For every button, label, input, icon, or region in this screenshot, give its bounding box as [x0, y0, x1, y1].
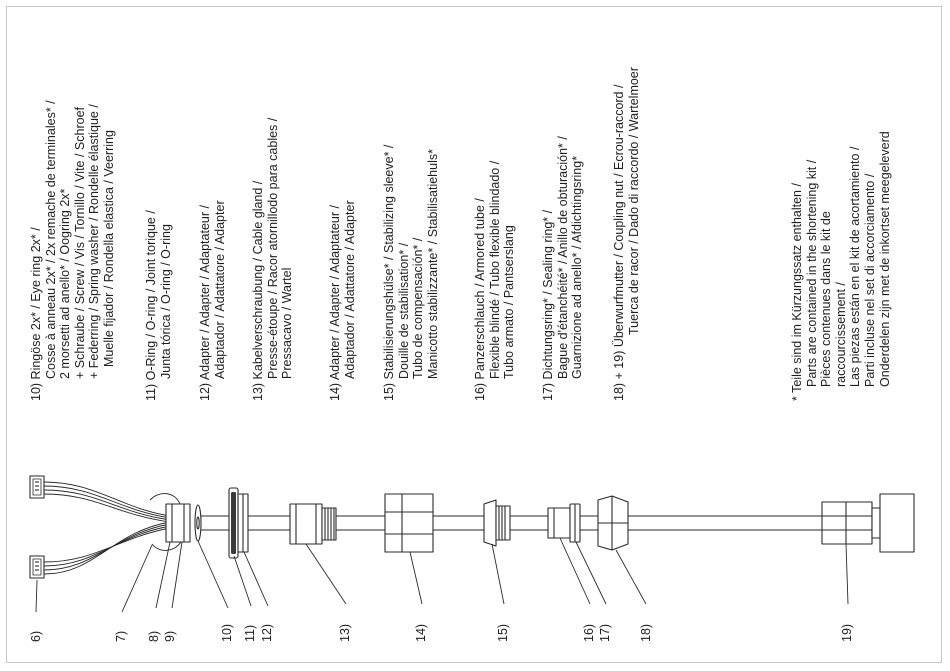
eye-ring: [194, 504, 202, 542]
stabilizing-sleeve: [483, 499, 511, 547]
wire-bundle: [43, 481, 183, 575]
connector-plug-bottom: [29, 555, 45, 579]
adapter-flange: [237, 493, 249, 553]
drawing-frame: [6, 6, 942, 663]
adapter-hex: [384, 493, 434, 553]
connector-plug-top: [29, 475, 45, 499]
sealing-ring: [569, 503, 581, 543]
coupling-nut-end: [821, 493, 915, 553]
coupling-nut: [597, 495, 629, 551]
cable-gland: [289, 503, 337, 545]
leader-lines: [35, 537, 849, 613]
o-ring: [228, 487, 239, 559]
armored-tube: [547, 507, 571, 539]
wire-sleeve: [165, 503, 191, 543]
